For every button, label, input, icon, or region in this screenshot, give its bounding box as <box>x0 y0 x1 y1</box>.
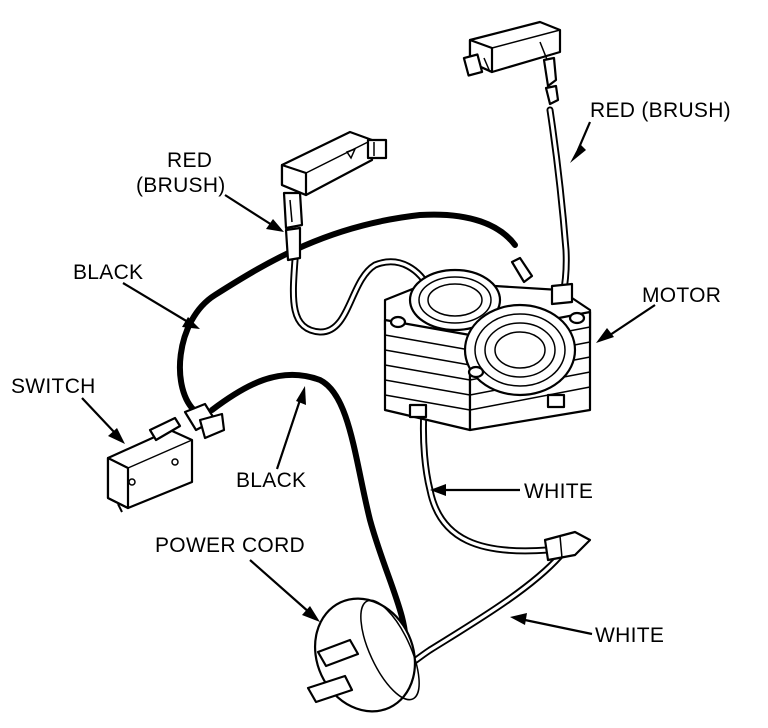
label-white-upper: WHITE <box>524 480 593 503</box>
switch-icon <box>106 402 226 513</box>
motor-icon <box>383 256 592 432</box>
label-red-brush-left-line2: (BRUSH) <box>136 174 226 197</box>
label-black-lower: BLACK <box>236 469 306 492</box>
label-motor: MOTOR <box>642 284 721 307</box>
label-red-brush-left-line1: RED <box>167 149 212 172</box>
label-power-cord: POWER CORD <box>155 534 305 557</box>
wire-connector-icon <box>543 530 592 562</box>
brush-connector-top-icon <box>462 20 562 106</box>
brush-connector-left-icon <box>280 130 388 262</box>
label-white-lower: WHITE <box>595 624 664 647</box>
white-wire-lower-core <box>400 554 562 672</box>
red-wire-right-core <box>548 108 568 297</box>
label-red-brush-top: RED (BRUSH) <box>590 99 731 122</box>
label-switch: SWITCH <box>11 375 96 398</box>
leader-arrows <box>81 121 656 636</box>
red-wire-left-core <box>291 258 432 334</box>
power-cord-plug-icon <box>306 597 420 713</box>
label-black-upper: BLACK <box>73 261 143 284</box>
black-wire-lower <box>209 371 409 653</box>
